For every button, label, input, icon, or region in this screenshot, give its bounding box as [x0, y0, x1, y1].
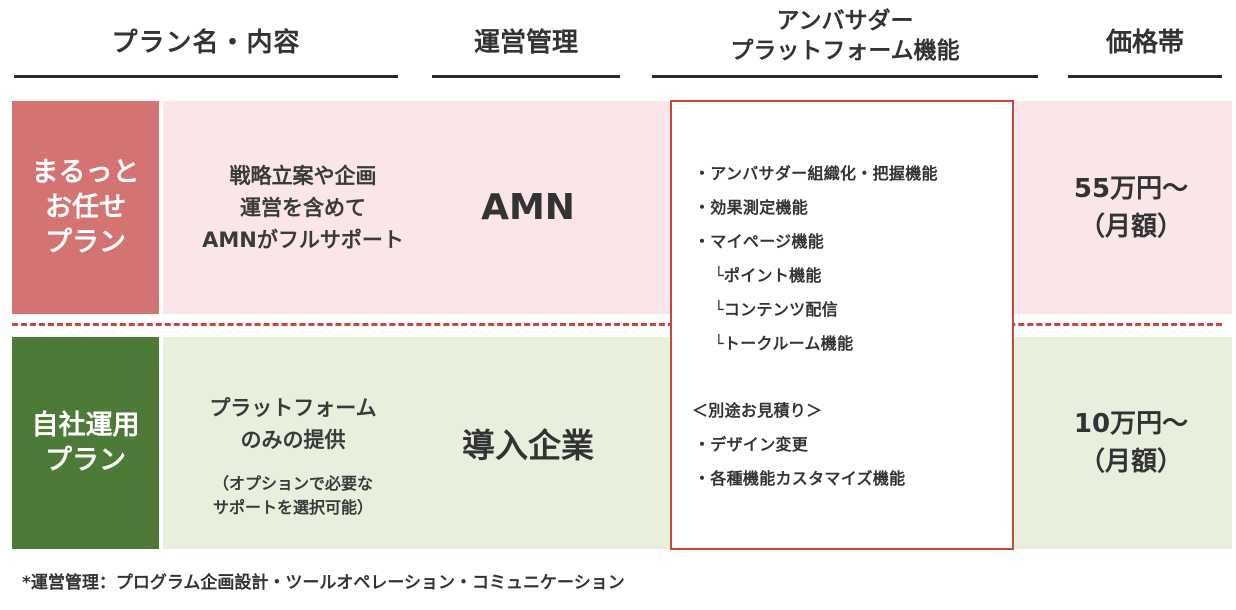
plan-name-line: 自社運用	[31, 410, 140, 441]
ops-self-operated: 導入企業	[462, 426, 594, 465]
header-platform-line2: プラットフォーム機能	[730, 38, 960, 64]
plan-name-line: お任せ	[45, 192, 126, 223]
header-underline-price	[1068, 75, 1222, 78]
header-price: 価格帯	[1105, 28, 1184, 58]
plan-cell-full-service	[12, 101, 159, 314]
description-note-line: （オプションで必要な	[212, 474, 373, 493]
price-amount: 10万円～	[1073, 409, 1189, 439]
header-plan: プラン名・内容	[111, 28, 301, 58]
plan-name-full-service: まるっと お任せ プラン	[12, 101, 159, 314]
price-full-service: 55万円～ （月額）	[1034, 101, 1228, 314]
row-divider-dashed	[12, 323, 1222, 326]
plan-description-full-service: 戦略立案や企画 運営を含めて AMNがフルサポート	[163, 101, 443, 314]
plan-cell-self-operated	[12, 337, 159, 549]
description-note-line: サポートを選択可能）	[212, 498, 373, 517]
option-item: ・デザイン変更	[694, 435, 809, 454]
description-line: 戦略立案や企画	[229, 163, 377, 188]
feature-item: ・アンバサダー組織化・把握機能	[694, 164, 938, 183]
price-amount: 55万円～	[1073, 173, 1189, 204]
price-period: （月額）	[1078, 211, 1183, 242]
feature-item: ・効果測定機能	[694, 198, 809, 217]
plan-description-note: （オプションで必要な サポートを選択可能）	[163, 472, 423, 520]
plan-description-self-operated: プラットフォーム のみの提供	[163, 392, 423, 456]
feature-subitem: └ポイント機能	[714, 266, 822, 285]
header-underline-platform	[652, 75, 1038, 78]
header-platform: アンバサダー プラットフォーム機能	[652, 6, 1038, 66]
feature-subitem: └トークルーム機能	[714, 334, 854, 353]
plan-name-line: プラン	[45, 227, 126, 258]
header-ops: 運営管理	[473, 28, 578, 58]
header-platform-line1: アンバサダー	[776, 8, 914, 34]
platform-features-box	[670, 100, 1014, 550]
price-self-operated: 10万円～ （月額）	[1034, 337, 1228, 549]
description-line: AMNがフルサポート	[202, 227, 404, 252]
price-period: （月額）	[1078, 447, 1183, 477]
header-underline-plan	[14, 75, 398, 78]
footnote: *運営管理：プログラム企画設計・ツールオペレーション・コミュニケーション	[22, 573, 625, 593]
feature-item: ・マイページ機能	[694, 232, 825, 251]
description-line: プラットフォーム	[209, 396, 377, 420]
feature-subitem: └コンテンツ配信	[714, 300, 839, 319]
description-line: 運営を含めて	[240, 195, 366, 220]
ops-full-service: AMN	[481, 187, 575, 228]
option-title: ＜別途お見積り＞	[692, 401, 823, 420]
plan-name-self-operated: 自社運用 プラン	[12, 337, 159, 549]
description-line: のみの提供	[240, 428, 346, 452]
header-underline-ops	[432, 75, 620, 78]
option-item: ・各種機能カスタマイズ機能	[694, 469, 906, 488]
plan-name-line: まるっと	[31, 157, 140, 188]
plan-name-line: プラン	[45, 445, 126, 476]
